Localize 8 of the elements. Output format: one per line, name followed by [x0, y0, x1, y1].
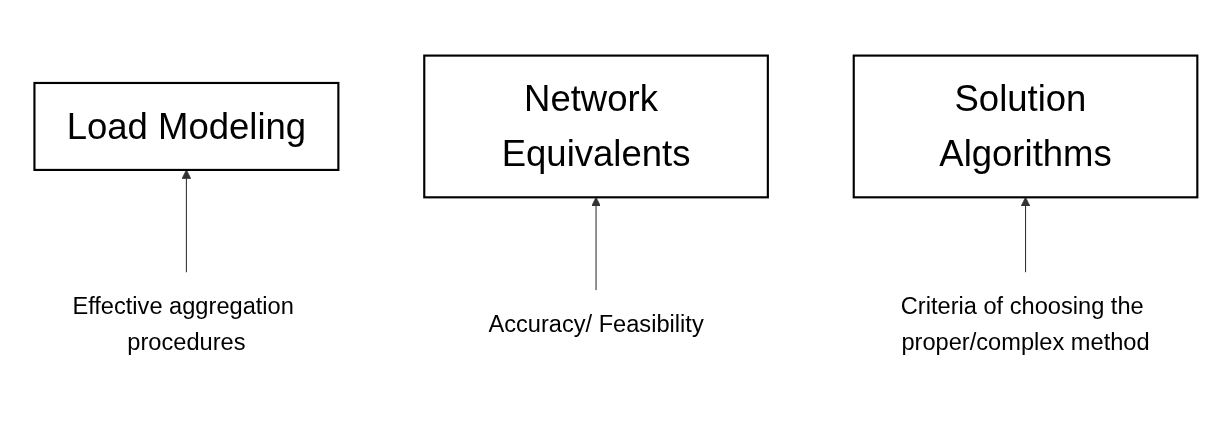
- arrow: [591, 197, 601, 292]
- node-text: Effective aggregation procedures: [72, 293, 294, 356]
- node-box: Solution Algorithms: [852, 54, 1199, 199]
- node-text: Criteria of choosing the proper/complex method: [900, 293, 1150, 356]
- node-box: Network Equivalents: [423, 54, 769, 199]
- node-box: Load Modeling: [33, 82, 340, 172]
- node-text: Accuracy/ Feasibility: [488, 311, 704, 338]
- arrow: [1020, 197, 1031, 274]
